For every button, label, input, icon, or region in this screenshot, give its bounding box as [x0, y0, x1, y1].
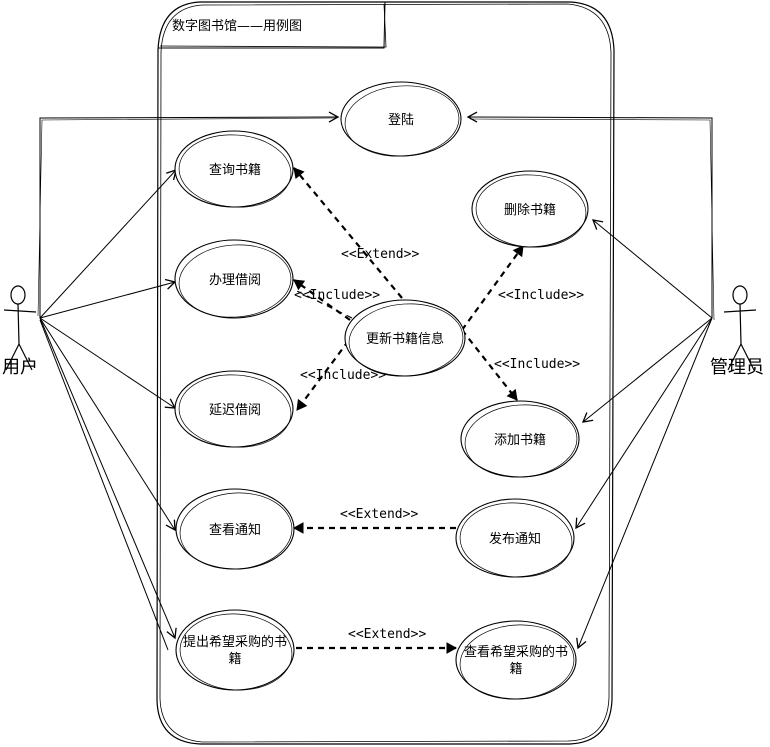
admin-actor — [723, 285, 757, 371]
user-actor — [3, 285, 37, 371]
use-case-login — [340, 81, 462, 157]
admin-actor-label: 管理员 — [710, 357, 764, 378]
system-boundary — [156, 1, 615, 745]
use-case-publish-notice-label: 发布通知 — [489, 531, 541, 547]
use-case-publish-notice — [455, 498, 575, 578]
extend-label-publish-view: <<Extend>> — [340, 507, 418, 522]
extend-label-request-view: <<Extend>> — [348, 627, 426, 642]
admin-associations — [466, 111, 715, 650]
title-tab — [158, 1, 387, 49]
use-case-request-purchase-label-line1: 提出希望采购的书 — [183, 634, 287, 650]
use-case-search-books — [174, 130, 294, 208]
include-label-update-add: <<Include>> — [494, 357, 580, 372]
use-case-update-books-label: 更新书籍信息 — [366, 331, 444, 347]
use-case-view-notice-label: 查看通知 — [209, 522, 261, 538]
user-actor-label: 用户 — [2, 357, 38, 378]
use-case-borrow — [174, 239, 294, 319]
use-case-delay-borrow-label: 延迟借阅 — [209, 403, 261, 418]
use-case-request-purchase — [175, 609, 295, 691]
use-case-view-purchase-label-line2: 籍 — [509, 661, 522, 677]
use-case-update-books — [344, 299, 466, 377]
use-case-add-books — [460, 400, 580, 478]
use-case-view-purchase-label-line1: 查看希望采购的书 — [464, 644, 568, 660]
include-label-update-delay: <<Include>> — [300, 368, 386, 383]
include-label-update-borrow: <<Include>> — [294, 288, 380, 303]
use-case-add-books-label: 添加书籍 — [494, 432, 546, 448]
dependency-relations — [292, 167, 524, 654]
diagram-title: 数字图书馆——用例图 — [172, 19, 302, 34]
extend-label-update-search: <<Extend>> — [341, 247, 419, 262]
use-case-search-books-label: 查询书籍 — [209, 162, 261, 178]
use-case-delete-books — [471, 170, 589, 248]
use-case-delay-borrow — [174, 370, 294, 448]
use-case-borrow-label: 办理借阅 — [209, 273, 261, 288]
use-case-request-purchase-label-line2: 籍 — [228, 651, 241, 667]
use-case-delete-books-label: 删除书籍 — [504, 202, 556, 218]
user-associations — [37, 111, 340, 651]
include-label-update-delete: <<Include>> — [498, 288, 584, 303]
use-case-login-label: 登陆 — [388, 112, 414, 128]
use-case-shapes — [174, 81, 589, 700]
use-case-view-notice — [175, 488, 295, 570]
use-case-view-purchase — [455, 620, 577, 700]
